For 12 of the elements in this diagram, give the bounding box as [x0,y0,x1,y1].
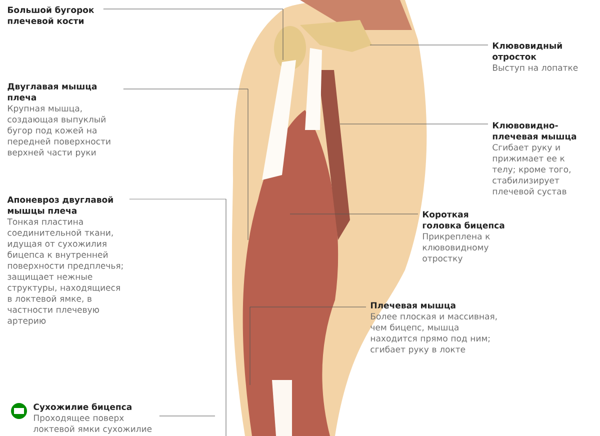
callout-text: Двуглавая мышца плеча Крупная мышца, создающая выпуклый бугор под кожей на передней поверхности верхней части руки [8,83,110,158]
callout-text: Большой бугорок плечевой кости [8,6,94,24]
leader-line [250,306,366,386]
callout-text: Короткая головка бицепса Прикреплена к клювовидному отростку [422,211,504,264]
leader-line [103,8,284,60]
leader-line [123,88,248,240]
leader-line [370,44,488,46]
leader-line [129,198,226,436]
callout-text: Апоневроз двуглавой мышцы плеча Тонкая пластина соединительной ткани, идущая от сухожилия бицепса к внутренней поверхности предплечья; защищает нежные структуры, находящиеся в локтевой ямке, в частности плечевую артерию [7,196,123,326]
callout-text: Клювовидно-плечевая мышца Сгибает руку и прижимает ее к телу; кроме того, стабилизирует плечевой сустав [492,122,576,196]
callout-text: Клювовидный отросток Выступ на лопатке [492,42,578,72]
callout-text: Сухожилие бицепса Проходящее поверх локтевой ямки сухожилие [34,403,152,434]
